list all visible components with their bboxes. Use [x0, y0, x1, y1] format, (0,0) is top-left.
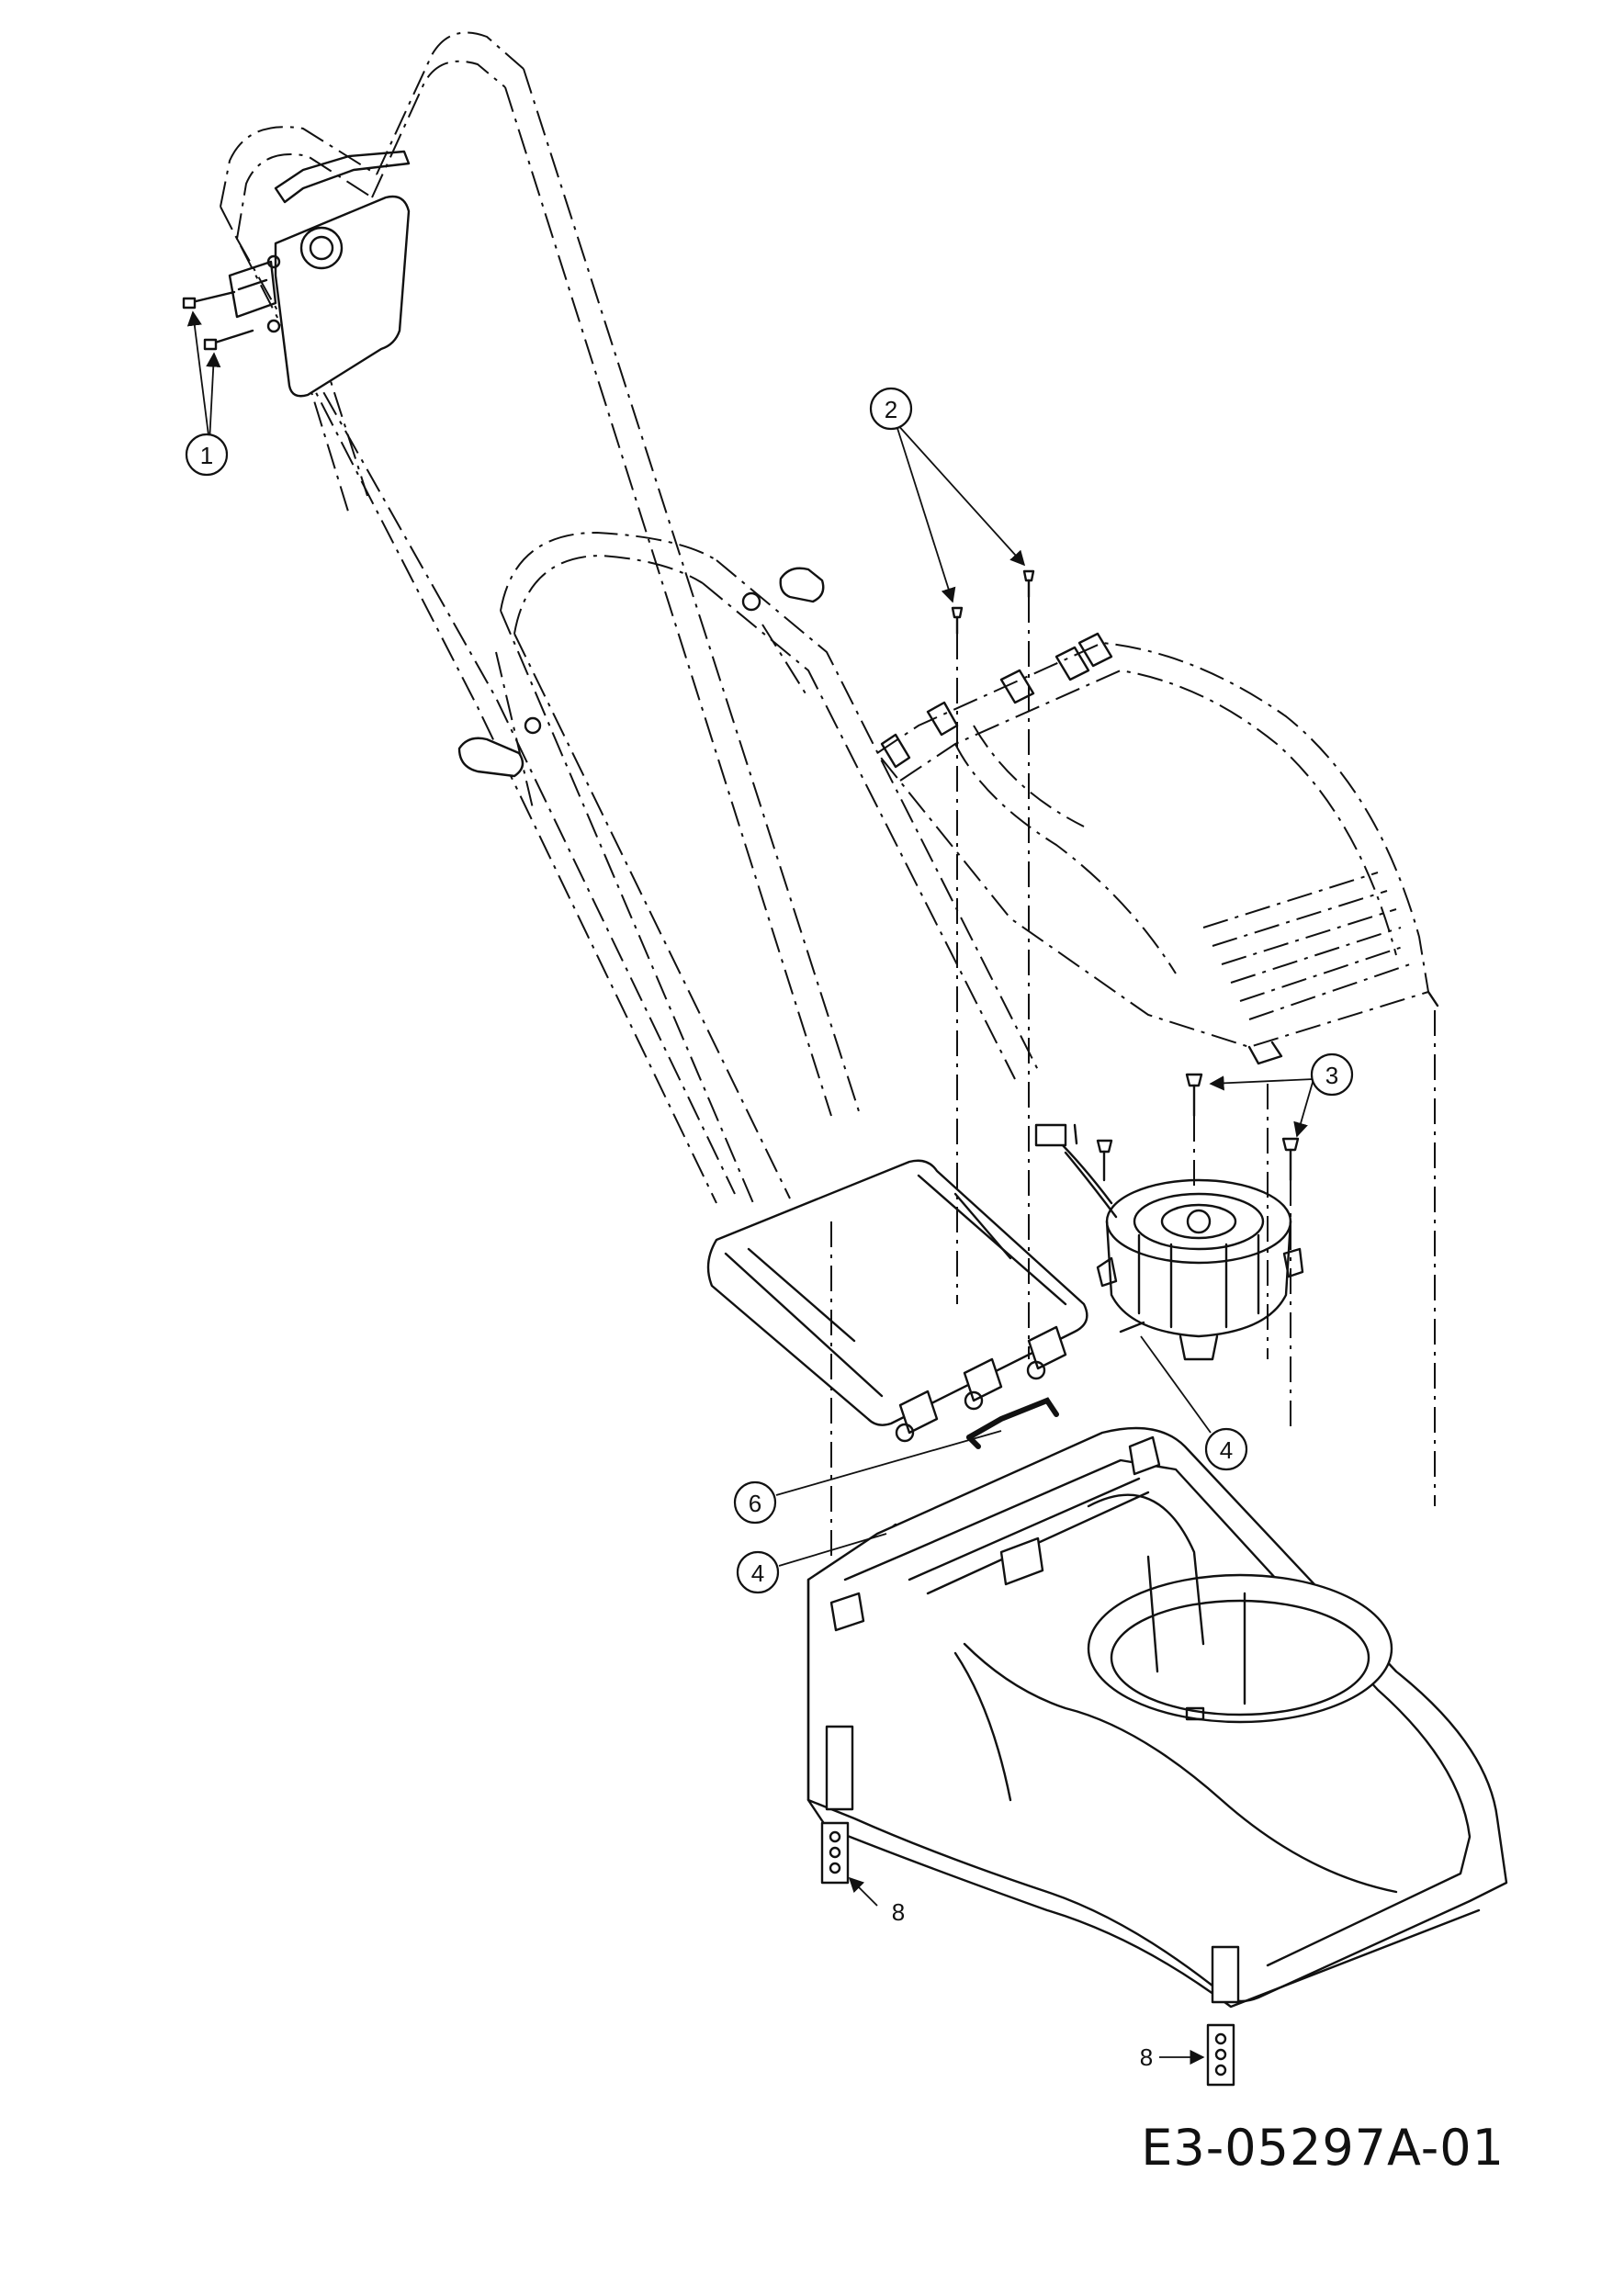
- callout-4-lower: 4: [736, 1533, 887, 1594]
- screw-part-2: [951, 569, 1035, 636]
- switch-box: [228, 150, 411, 398]
- screw-part-3: [1096, 1073, 1300, 1182]
- svg-text:4: 4: [1220, 1436, 1233, 1464]
- motor-cover: [875, 632, 1439, 1065]
- callout-8-lower: 8: [1140, 2043, 1205, 2071]
- upper-handle: [220, 31, 860, 1204]
- drawing-number: E3-05297A-01: [1141, 2119, 1505, 2177]
- svg-text:8: 8: [892, 1898, 905, 1926]
- motor: [1034, 1123, 1304, 1361]
- rear-flap: [706, 1159, 1088, 1443]
- callout-2: 2: [869, 387, 1026, 603]
- handle-knob-left: [457, 716, 542, 778]
- mower-deck: [806, 1426, 1508, 2009]
- callout-8-upper: 8: [848, 1876, 905, 1926]
- svg-text:1: 1: [200, 442, 213, 469]
- callout-1: 1: [185, 310, 229, 477]
- svg-text:8: 8: [1140, 2043, 1153, 2071]
- alignment-lines: [830, 597, 1436, 1561]
- svg-text:3: 3: [1325, 1062, 1338, 1089]
- plate-part-8-lower: [1206, 2023, 1235, 2087]
- svg-text:4: 4: [751, 1559, 764, 1587]
- spring-part-6: [966, 1397, 1059, 1449]
- callout-4-upper: 4: [1140, 1335, 1248, 1471]
- svg-text:6: 6: [749, 1490, 761, 1517]
- screw-part-1: [182, 290, 254, 351]
- pin-part-4-upper: [1119, 1321, 1145, 1334]
- lower-handle: [495, 531, 1039, 1204]
- callout-6: 6: [733, 1430, 1002, 1525]
- handle-knob-right: [741, 567, 825, 612]
- svg-text:2: 2: [885, 396, 897, 423]
- callout-3: 3: [1209, 1052, 1354, 1138]
- plate-part-8-upper: [820, 1821, 850, 1885]
